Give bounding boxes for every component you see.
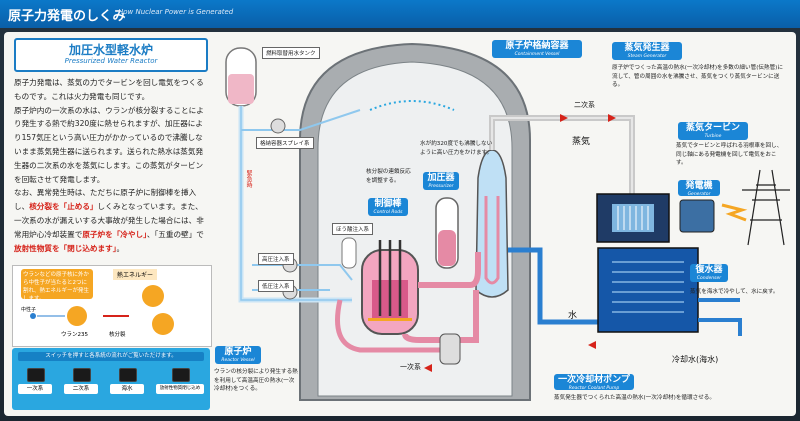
uranium-label: ウラン235 <box>61 332 88 338</box>
uranium-nucleus-icon <box>67 306 87 326</box>
header-subtitle: How Nuclear Power is Generated <box>118 8 234 16</box>
switch-label: 一次系 <box>18 384 52 394</box>
primary-flow-label: 一次系 <box>400 363 421 371</box>
water-label: 水 <box>568 311 578 321</box>
turbine-header: 蒸気タービン Turbine <box>678 122 748 140</box>
switch-secondary[interactable]: 二次系 <box>64 368 98 398</box>
switch-button[interactable] <box>172 368 190 382</box>
hp-injection-label: 高圧注入系 <box>258 253 294 265</box>
seawater-label: 冷却水(海水) <box>672 355 719 364</box>
reactor-header: 原子炉 Reactor Vessel <box>215 346 261 364</box>
electricity-bolt <box>721 203 748 222</box>
intro-paragraph-2: 原子炉内の一次系の水は、ウランが核分裂することにより発生する熱で約320度に熱せ… <box>14 105 204 184</box>
reactor-type-jp: 加圧水型軽水炉 <box>68 43 153 57</box>
secondary-flow-label: 二次系 <box>574 101 595 109</box>
boron-tank <box>341 237 357 269</box>
switch-button[interactable] <box>119 368 137 382</box>
generator-header: 発電機 Generator <box>678 180 720 197</box>
switch-containment[interactable]: 放射性物質閉じ込め <box>156 368 204 398</box>
coolant-pump-body <box>439 333 461 365</box>
fission-graphic <box>30 285 174 335</box>
header-bar: 原子力発電のしくみ How Nuclear Power is Generated <box>0 0 800 28</box>
intro-text: 原子力発電は、蒸気の力でタービンを回し電気をつくるものです。これは火力発電も同じ… <box>14 76 210 255</box>
steam-generator-header: 蒸気発生器 Steam Generator <box>612 42 682 60</box>
switch-button[interactable] <box>27 368 45 382</box>
energy-label: 熱エネルギー <box>113 269 158 280</box>
containment-header: 原子炉格納容器 Containment Vessel <box>492 40 582 58</box>
switch-button[interactable] <box>73 368 91 382</box>
feedwater-line <box>508 247 610 325</box>
flow-switch-panel: スイッチを押すと各系統の流れがご覧いただけます。 一次系 二次系 海水 放射性物… <box>12 348 210 410</box>
spray-label: 格納容器スプレイ系 <box>256 137 314 149</box>
emergency-label: 緊急時 <box>245 170 252 188</box>
intro-paragraph-1: 原子力発電は、蒸気の力でタービンを回し電気をつくるものです。これは火力発電も同じ… <box>14 78 204 101</box>
fuel-tank-label: 燃料取替用水タンク <box>262 47 320 59</box>
turbine-desc: 蒸気でタービンと呼ばれる羽根車を回し、同じ軸にある発電機を回して電気をおこす。 <box>676 143 783 166</box>
control-rod-desc: 核分裂の連鎖反応を調整する。 <box>366 169 411 184</box>
cool-emphasis: 原子炉を「冷やし」 <box>82 229 147 239</box>
fission-illustration: ウランなどの原子核に外から中性子が当たると2つに割れ、熱エネルギーが発生します。… <box>12 265 212 347</box>
intro-paragraph-3: なお、異常発生時は、ただちに原子炉に制御棒を挿入し、核分裂を「止める」しくみとな… <box>14 188 204 253</box>
fission-label: 核分裂 <box>109 332 126 338</box>
fission-note: ウランなどの原子核に外から中性子が当たると2つに割れ、熱エネルギーが発生します。 <box>21 269 93 302</box>
switch-label: 二次系 <box>64 384 98 394</box>
switch-instruction: スイッチを押すと各系統の流れがご覧いただけます。 <box>18 352 204 361</box>
generator-body <box>679 199 715 233</box>
spray-pump <box>270 118 286 134</box>
pressurizer-desc: 水が約320度でも沸騰しないように高い圧力をかけます。 <box>420 141 493 156</box>
switch-seawater[interactable]: 海水 <box>110 368 144 398</box>
condenser-desc: 蒸気を海水で冷やして、水に戻す。 <box>690 289 779 295</box>
steam-generator-shell <box>475 149 509 298</box>
switch-label: 放射性物質閉じ込め <box>156 384 204 394</box>
reactor-type-title: 加圧水型軽水炉 Pressurized Water Reactor <box>14 38 208 72</box>
switch-primary[interactable]: 一次系 <box>18 368 52 398</box>
reactor-type-en: Pressurized Water Reactor <box>64 57 158 65</box>
reactor-desc: ウランの核分裂により発生する熱を利用して高温高圧の熱水(一次冷却材)をつくる。 <box>214 369 298 392</box>
fragment-icon-2 <box>152 313 174 335</box>
condenser-header: 復水器 Condenser <box>690 264 728 282</box>
coolant-pump-header: 一次冷却材ポンプ Reactor Coolant Pump <box>554 374 634 391</box>
transmission-tower <box>742 169 790 246</box>
header-title: 原子力発電のしくみ <box>8 9 126 24</box>
control-rod-header: 制御棒 Control Rods <box>368 198 408 216</box>
steam-generator-desc: 原子炉でつくった高温の熱水(一次冷却材)を多数の細い管(伝熱管)に流して、管の周… <box>612 65 783 88</box>
steam-label: 蒸気 <box>572 137 591 147</box>
fragment-icon-1 <box>142 285 164 307</box>
coolant-pump-desc: 蒸気発生器でつくられた高温の熱水(一次冷却材)を循環させる。 <box>554 395 715 401</box>
neutron-label: 中性子 <box>21 307 37 313</box>
boron-label: ほう酸注入系 <box>332 223 374 235</box>
lp-injection-label: 低圧注入系 <box>258 280 294 292</box>
pressurizer-header: 加圧器 Pressurizer <box>423 172 459 190</box>
contain-emphasis: 放射性物質を「閉じ込めます」 <box>14 243 117 253</box>
stop-emphasis: 核分裂を「止める」 <box>29 202 98 212</box>
seawater-line <box>698 298 742 336</box>
switch-label: 海水 <box>110 384 144 394</box>
condenser-body <box>597 247 699 333</box>
